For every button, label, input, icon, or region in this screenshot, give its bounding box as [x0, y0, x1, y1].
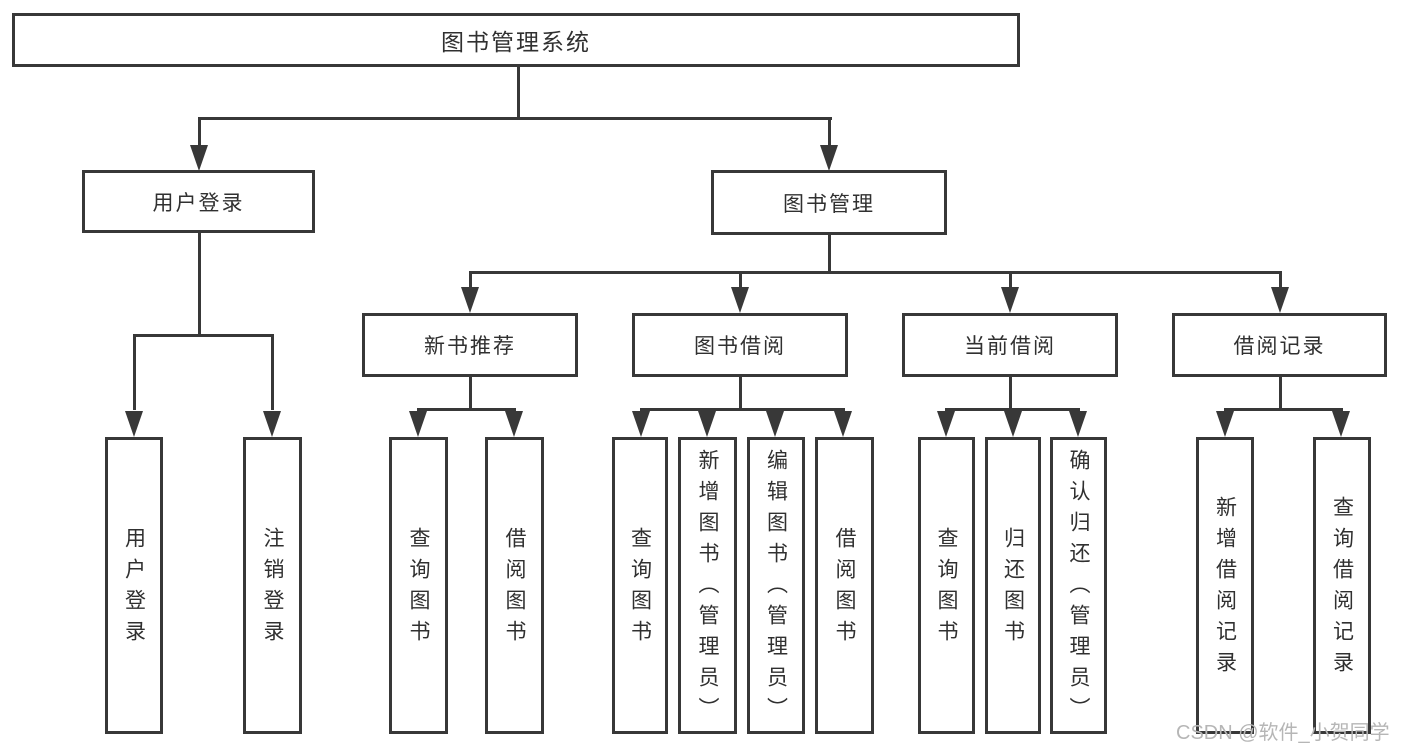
connector-bb-stem [739, 377, 742, 409]
connector-book-management-stem [828, 235, 831, 273]
arrowhead-bb-add [698, 411, 716, 437]
arrowhead-book-borrowing [731, 287, 749, 313]
connector-drop-new-book-recommend [469, 271, 472, 291]
leaf-user-login: 用户登录 [105, 437, 163, 734]
leaf-br-add-record: 新增借阅记录 [1196, 437, 1254, 734]
leaf-user-login-label: 用户登录 [122, 526, 146, 651]
leaf-br-add-record-label: 新增借阅记录 [1213, 495, 1237, 682]
leaf-bb-add-books-admin-label: 新增图书（管理员） [696, 449, 719, 728]
node-current-borrowing: 当前借阅 [902, 313, 1118, 377]
connector-drop-leaf-user-login [133, 334, 136, 410]
arrowhead-leaf-logout [263, 411, 281, 437]
node-new-book-recommend-label: 新书推荐 [424, 335, 516, 358]
arrowhead-current-borrowing [1001, 287, 1019, 313]
connector-book-management-split [469, 271, 1281, 274]
leaf-logout: 注销登录 [243, 437, 302, 734]
leaf-bb-borrow-books-label: 借阅图书 [833, 526, 856, 651]
arrowhead-bb-borrow [834, 411, 852, 437]
node-book-management: 图书管理 [711, 170, 947, 235]
node-user-login: 用户登录 [82, 170, 315, 233]
leaf-nb-borrow-books-label: 借阅图书 [503, 526, 526, 651]
arrowhead-bb-query [632, 411, 650, 437]
leaf-cb-return-books: 归还图书 [985, 437, 1041, 734]
arrowhead-user-login [190, 145, 208, 171]
connector-nb-stem [469, 377, 472, 409]
leaf-bb-query-books-label: 查询图书 [628, 526, 652, 651]
connector-nb-split [417, 408, 516, 411]
connector-bb-split [640, 408, 844, 411]
connector-drop-book-borrowing [739, 271, 742, 291]
connector-user-login-split [133, 334, 274, 337]
node-book-management-label: 图书管理 [783, 192, 875, 216]
connector-br-stem [1279, 377, 1282, 409]
connector-br-split [1224, 408, 1342, 411]
arrowhead-cb-return [1004, 411, 1022, 437]
leaf-nb-borrow-books: 借阅图书 [485, 437, 544, 734]
leaf-bb-edit-books-admin-label: 编辑图书（管理员） [764, 449, 788, 728]
arrowhead-nb-query [409, 411, 427, 437]
connector-drop-user-login [198, 117, 201, 149]
node-borrowing-records-label: 借阅记录 [1233, 335, 1326, 358]
arrowhead-borrowing-records [1271, 287, 1289, 313]
arrowhead-leaf-user-login [125, 411, 143, 437]
node-book-borrowing-label: 图书借阅 [694, 335, 786, 358]
connector-user-login-stem [198, 232, 201, 336]
connector-drop-book-management [828, 117, 831, 149]
connector-root-split [198, 117, 832, 120]
connector-cb-stem [1009, 377, 1012, 409]
connector-drop-current-borrowing [1009, 271, 1012, 291]
leaf-br-query-record: 查询借阅记录 [1313, 437, 1371, 734]
connector-root-stem [517, 66, 520, 119]
leaf-bb-borrow-books: 借阅图书 [815, 437, 874, 734]
connector-drop-borrowing-records [1279, 271, 1282, 291]
arrowhead-bb-edit [766, 411, 784, 437]
leaf-br-query-record-label: 查询借阅记录 [1330, 495, 1354, 682]
leaf-nb-query-books: 查询图书 [389, 437, 448, 734]
arrowhead-cb-confirm [1069, 411, 1087, 437]
node-new-book-recommend: 新书推荐 [362, 313, 578, 377]
arrowhead-book-management [820, 145, 838, 171]
node-current-borrowing-label: 当前借阅 [964, 335, 1056, 358]
node-root-label: 图书管理系统 [441, 29, 591, 55]
arrowhead-br-query [1332, 411, 1350, 437]
leaf-cb-confirm-return-admin-label: 确认归还（管理员） [1067, 449, 1090, 728]
leaf-bb-add-books-admin: 新增图书（管理员） [678, 437, 737, 734]
arrowhead-new-book-recommend [461, 287, 479, 313]
leaf-bb-edit-books-admin: 编辑图书（管理员） [747, 437, 805, 734]
arrowhead-cb-query [937, 411, 955, 437]
node-root: 图书管理系统 [12, 13, 1020, 67]
node-borrowing-records: 借阅记录 [1172, 313, 1387, 377]
leaf-nb-query-books-label: 查询图书 [407, 526, 430, 651]
leaf-cb-query-books: 查询图书 [918, 437, 975, 734]
leaf-cb-query-books-label: 查询图书 [935, 526, 958, 651]
connector-drop-leaf-logout [271, 334, 274, 410]
leaf-bb-query-books: 查询图书 [612, 437, 668, 734]
leaf-logout-label: 注销登录 [261, 526, 284, 651]
node-user-login-label: 用户登录 [152, 191, 245, 215]
leaf-cb-confirm-return-admin: 确认归还（管理员） [1050, 437, 1107, 734]
arrowhead-nb-borrow [505, 411, 523, 437]
arrowhead-br-add [1216, 411, 1234, 437]
csdn-watermark: CSDN @软件_小贺同学 [1176, 722, 1390, 744]
leaf-cb-return-books-label: 归还图书 [1001, 526, 1025, 651]
node-book-borrowing: 图书借阅 [632, 313, 848, 377]
